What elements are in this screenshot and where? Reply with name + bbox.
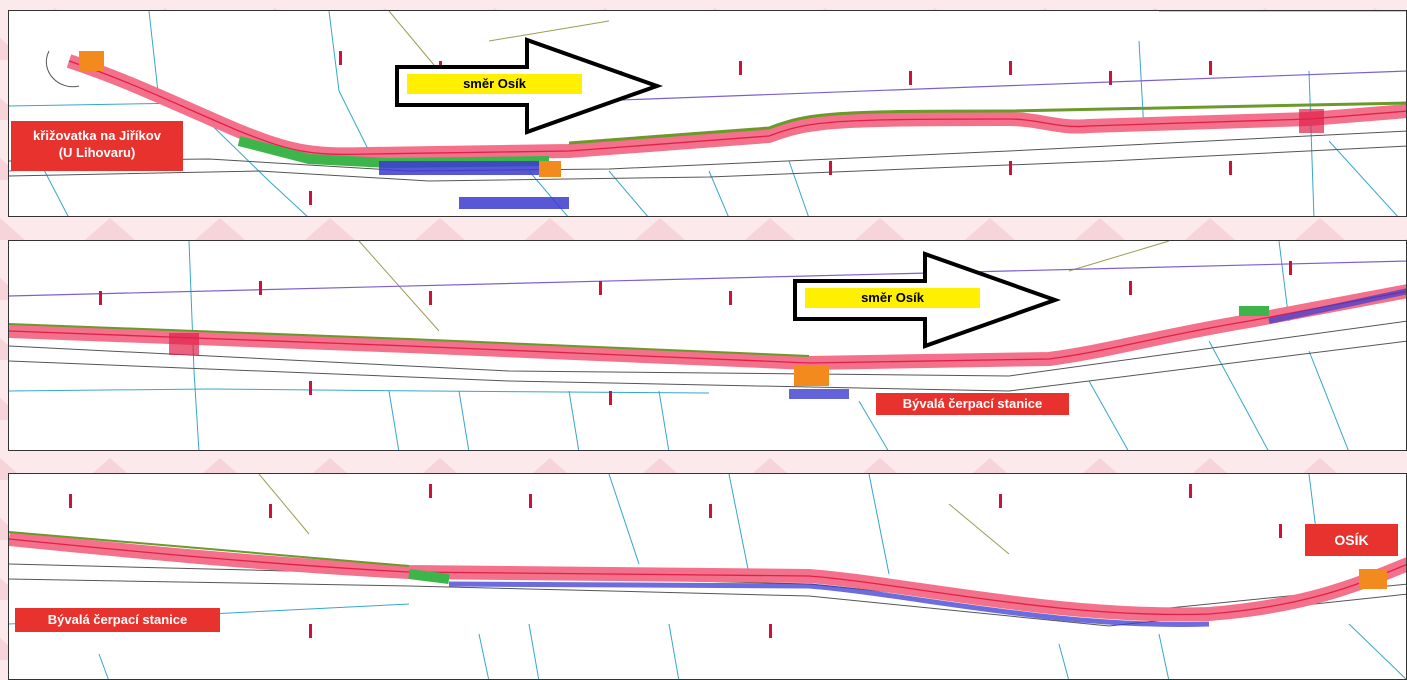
- road-map-2: [9, 241, 1406, 450]
- intersection-label-line2: (U Lihovaru): [58, 145, 136, 160]
- direction-label-2: směr Osík: [805, 288, 980, 308]
- intersection-label-line1: křižovatka na Jiříkov: [33, 128, 161, 143]
- station-label-3: Bývalá čerpací stanice: [15, 608, 220, 632]
- map-panel-2: směr Osík Bývalá čerpací stanice: [8, 240, 1407, 451]
- map-panel-1: křižovatka na Jiříkov (U Lihovaru) směr …: [8, 10, 1407, 217]
- direction-label-1: směr Osík: [407, 74, 582, 94]
- station-label-2: Bývalá čerpací stanice: [876, 393, 1069, 415]
- intersection-label: křižovatka na Jiříkov (U Lihovaru): [11, 121, 183, 171]
- map-panel-3: Bývalá čerpací stanice OSÍK: [8, 473, 1407, 680]
- destination-label: OSÍK: [1305, 524, 1398, 556]
- road-map-3: [9, 474, 1406, 679]
- road-map-1: [9, 11, 1406, 216]
